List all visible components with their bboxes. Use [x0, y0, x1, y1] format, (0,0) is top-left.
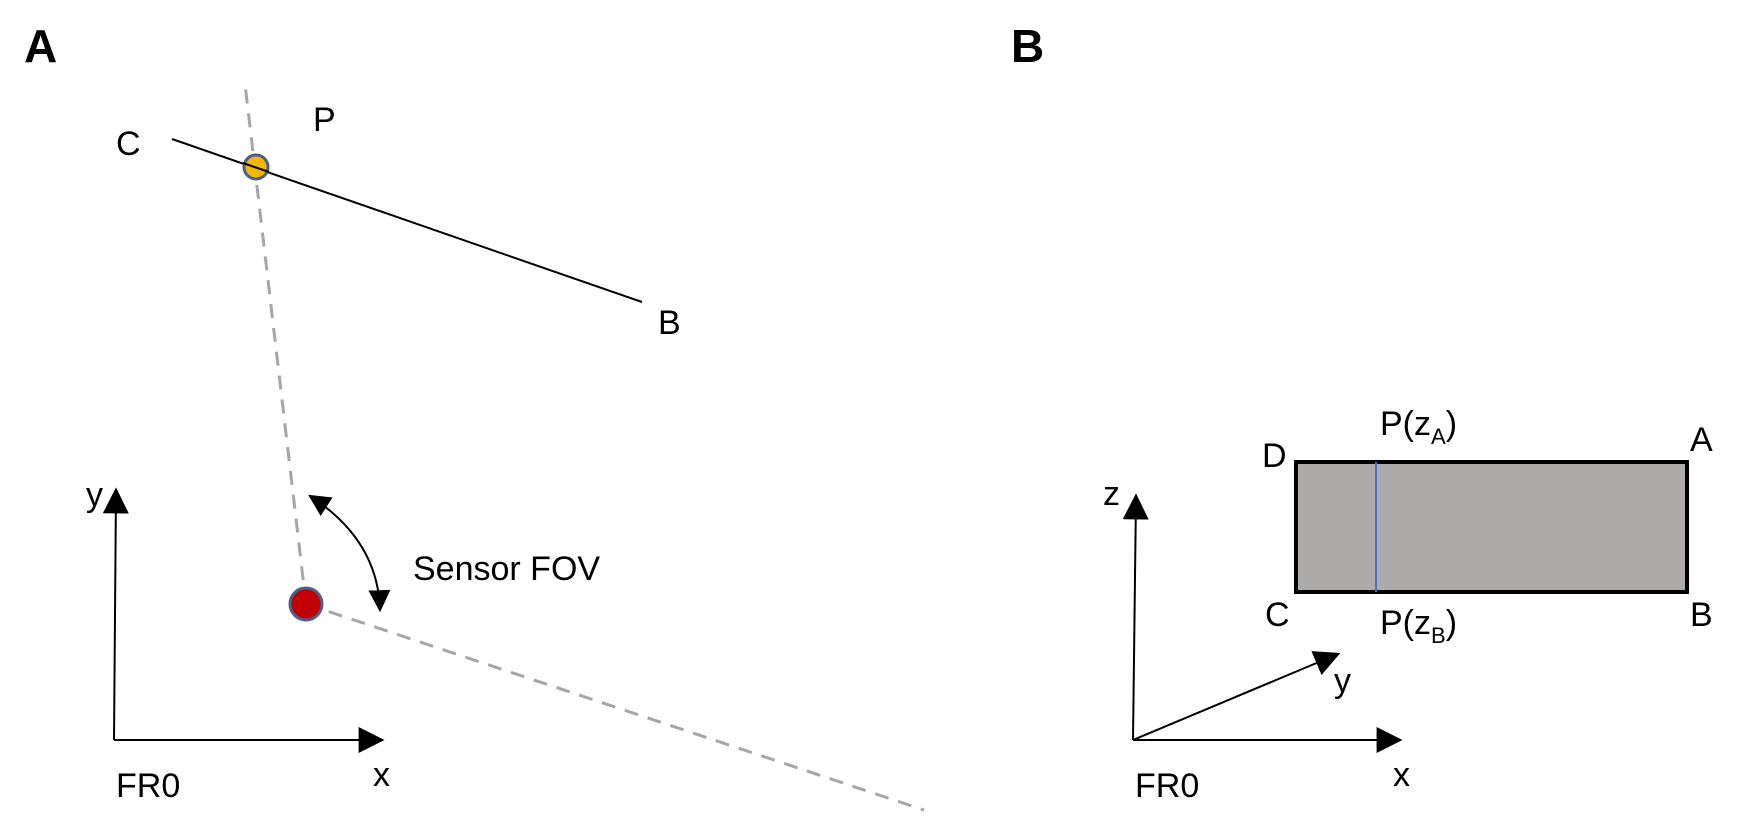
sensor-fov-label: Sensor FOV	[413, 550, 600, 588]
corner-a-label: A	[1690, 421, 1713, 459]
panel-b-letter: B	[1011, 20, 1044, 72]
axis-x-label-b: x	[1393, 756, 1410, 794]
fov-arc-arrow	[308, 494, 391, 613]
corner-c-label: C	[1265, 596, 1290, 634]
panel-b: B D A C B P(zA) P(zB) z y x FR0	[1011, 20, 1713, 805]
axis-y-label: y	[86, 476, 103, 514]
corner-b-label: B	[1690, 596, 1713, 634]
frame-label: FR0	[116, 767, 180, 805]
sensor-dot	[288, 586, 324, 622]
axis-y-arrow-b	[1132, 651, 1341, 741]
frame-label-b: FR0	[1135, 767, 1199, 805]
axis-y-arrow	[102, 487, 129, 741]
wall-rectangle	[1294, 460, 1689, 594]
axis-z-arrow	[1122, 493, 1149, 741]
p-zb-label: P(zB)	[1380, 604, 1457, 648]
label-c: C	[116, 125, 141, 163]
panel-a-letter: A	[24, 20, 57, 72]
wall-segment-overlay	[242, 162, 270, 173]
panel-a: A C P B y x FR0 Sensor FOV	[24, 20, 925, 812]
fov-boundary-lower	[305, 602, 925, 812]
wall-segment-cb	[171, 138, 643, 303]
axis-y-label-b: y	[1334, 662, 1351, 700]
label-b: B	[658, 304, 681, 342]
label-p: P	[313, 101, 336, 139]
corner-d-label: D	[1262, 437, 1287, 475]
p-za-label: P(zA)	[1380, 405, 1457, 449]
axis-x-label: x	[373, 756, 390, 794]
axis-z-label: z	[1103, 475, 1120, 513]
